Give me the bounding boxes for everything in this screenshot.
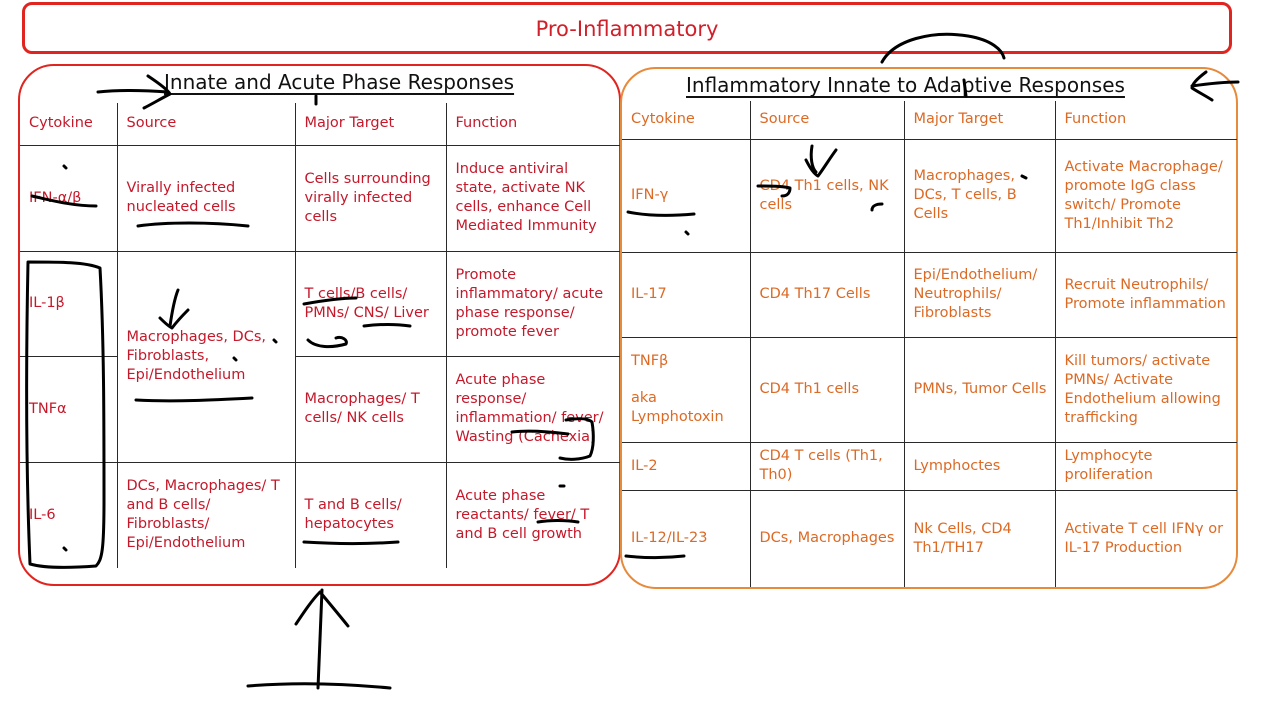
cytokine-aka: aka Lymphotoxin bbox=[631, 390, 724, 425]
table-row: TNFα Macrophages/ T cells/ NK cells Acut… bbox=[20, 355, 620, 463]
target-cell: T and B cells/ hepatocytes bbox=[294, 461, 447, 568]
cytokine-cell: TNFα bbox=[20, 355, 118, 463]
source-cell: CD4 Th17 Cells bbox=[749, 251, 905, 338]
cytokine-cell: IFN-α/β bbox=[20, 144, 118, 252]
table-row: IL-1β Macrophages, DCs, Fibroblasts, Epi… bbox=[20, 250, 620, 463]
cytokine-cell: IL-12/IL-23 bbox=[622, 489, 751, 587]
target-cell: T cells/B cells/ PMNs/ CNS/ Liver bbox=[294, 250, 447, 357]
target-cell: PMNs, Tumor Cells bbox=[903, 336, 1056, 443]
header-function: Function bbox=[1054, 101, 1237, 140]
source-cell: DCs, Macrophages/ T and B cells/ Fibrobl… bbox=[116, 461, 296, 568]
title-box: Pro-Inflammatory bbox=[22, 2, 1232, 54]
table-row: IL-17 CD4 Th17 Cells Epi/Endothelium/ Ne… bbox=[622, 251, 1237, 338]
source-cell: DCs, Macrophages bbox=[749, 489, 905, 587]
target-cell: Lymphoctes bbox=[903, 441, 1056, 491]
source-cell: CD4 Th1 cells bbox=[749, 336, 905, 443]
table-header-row: Cytokine Source Major Target Function bbox=[20, 103, 620, 146]
target-cell: Macrophages, DCs, T cells, B Cells bbox=[903, 138, 1056, 253]
cytokine-cell: TNFβ aka Lymphotoxin bbox=[622, 336, 751, 443]
function-cell: Acute phase reactants/ fever/ T and B ce… bbox=[445, 461, 620, 568]
function-cell: Induce antiviral state, activate NK cell… bbox=[445, 144, 620, 252]
function-cell: Kill tumors/ activate PMNs/ Activate End… bbox=[1054, 336, 1237, 443]
table-innate-adaptive: Cytokine Source Major Target Function IF… bbox=[622, 101, 1237, 587]
function-cell: Recruit Neutrophils/ Promote inflammatio… bbox=[1054, 251, 1237, 338]
table-row: TNFβ aka Lymphotoxin CD4 Th1 cells PMNs,… bbox=[622, 336, 1237, 443]
target-cell: Macrophages/ T cells/ NK cells bbox=[294, 355, 447, 463]
function-cell: Promote inflammatory/ acute phase respon… bbox=[445, 250, 620, 357]
target-cell: Nk Cells, CD4 Th1/TH17 bbox=[903, 489, 1056, 587]
header-function: Function bbox=[445, 103, 620, 146]
table-row: IL-12/IL-23 DCs, Macrophages Nk Cells, C… bbox=[622, 489, 1237, 587]
table-row: IL-2 CD4 T cells (Th1, Th0) Lymphoctes L… bbox=[622, 441, 1237, 491]
table-header-row: Cytokine Source Major Target Function bbox=[622, 101, 1237, 140]
header-cytokine: Cytokine bbox=[20, 103, 118, 146]
header-cytokine: Cytokine bbox=[622, 101, 751, 140]
header-major-target: Major Target bbox=[903, 101, 1056, 140]
table-row: IFN-α/β Virally infected nucleated cells… bbox=[20, 144, 620, 252]
source-cell: Virally infected nucleated cells bbox=[116, 144, 296, 252]
up-arrow bbox=[294, 588, 350, 690]
header-major-target: Major Target bbox=[294, 103, 447, 146]
cytokine-cell: IFN-γ bbox=[622, 138, 751, 253]
header-source: Source bbox=[749, 101, 905, 140]
source-cell-shared: Macrophages, DCs, Fibroblasts, Epi/Endot… bbox=[116, 250, 296, 463]
function-cell: Lymphocyte proliferation bbox=[1054, 441, 1237, 491]
panel-innate-adaptive bbox=[620, 67, 1238, 589]
base-line bbox=[246, 682, 392, 690]
heading-innate-adaptive: Inflammatory Innate to Adaptive Response… bbox=[686, 73, 1125, 97]
source-cell: CD4 Th1 cells, NK cells bbox=[749, 138, 905, 253]
cytokine-cell: IL-2 bbox=[622, 441, 751, 491]
target-cell: Cells surrounding virally infected cells bbox=[294, 144, 447, 252]
table-row: IL-6 DCs, Macrophages/ T and B cells/ Fi… bbox=[20, 461, 620, 568]
function-cell: Activate T cell IFNγ or IL-17 Production bbox=[1054, 489, 1237, 587]
cytokine-cell: IL-1β bbox=[20, 250, 118, 357]
header-source: Source bbox=[116, 103, 296, 146]
source-cell: CD4 T cells (Th1, Th0) bbox=[749, 441, 905, 491]
function-cell: Acute phase response/ inflammation/ feve… bbox=[445, 355, 620, 463]
table-row: IFN-γ CD4 Th1 cells, NK cells Macrophage… bbox=[622, 138, 1237, 253]
cytokine-name: TNFβ bbox=[631, 353, 669, 369]
function-cell: Activate Macrophage/ promote IgG class s… bbox=[1054, 138, 1237, 253]
cytokine-cell: IL-6 bbox=[20, 461, 118, 568]
table-innate-acute: Cytokine Source Major Target Function IF… bbox=[20, 103, 620, 568]
cytokine-cell: IL-17 bbox=[622, 251, 751, 338]
heading-innate-acute: Innate and Acute Phase Responses bbox=[164, 70, 515, 94]
target-cell: Epi/Endothelium/ Neutrophils/ Fibroblast… bbox=[903, 251, 1056, 338]
page-title: Pro-Inflammatory bbox=[535, 17, 719, 41]
